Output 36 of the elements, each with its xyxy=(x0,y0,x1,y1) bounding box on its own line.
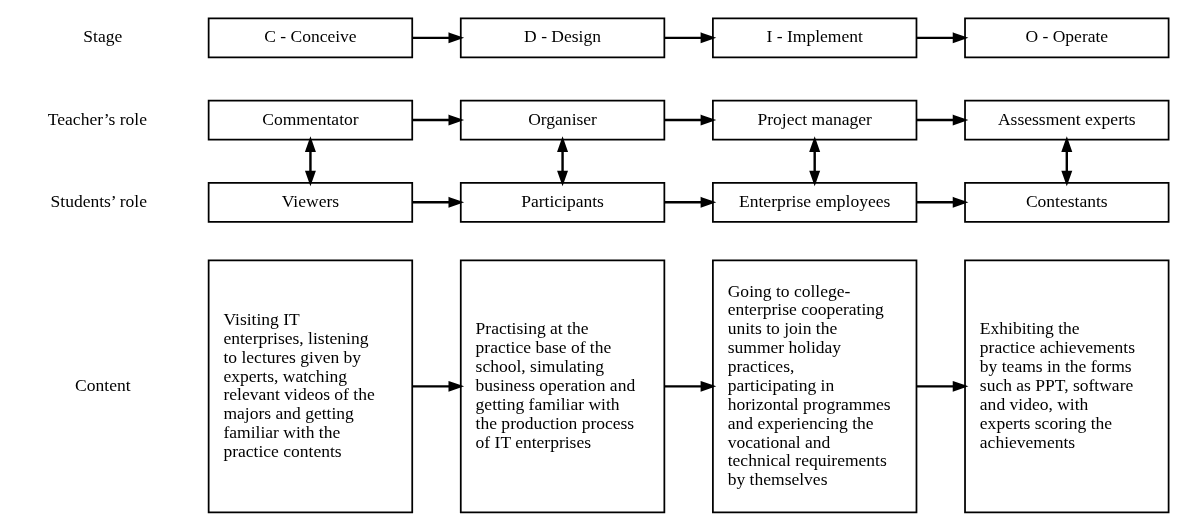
arrow xyxy=(664,32,716,44)
label: Stage xyxy=(82,26,122,47)
node-box: Participants xyxy=(459,181,665,223)
node-box: D - Design xyxy=(459,17,665,59)
node-box: Project manager xyxy=(711,99,917,141)
node-box: C - Conceive xyxy=(207,17,413,59)
arrow xyxy=(411,196,464,208)
arrow xyxy=(664,380,716,392)
node-box: Organiser xyxy=(459,99,665,141)
node-box: I - Implement xyxy=(711,17,917,59)
node-box: Commentator xyxy=(207,99,413,141)
arrow xyxy=(411,32,464,44)
node-box: O - Operate xyxy=(963,17,1169,59)
node-box: Assessment experts xyxy=(963,99,1169,141)
node-box: Viewers xyxy=(207,181,413,223)
node-box: Contestants xyxy=(963,181,1169,223)
arrow xyxy=(411,114,464,126)
arrow xyxy=(808,136,820,187)
arrow xyxy=(916,114,968,126)
arrow xyxy=(411,380,464,392)
node-box: Going to college-enterprise cooperating units to join the summer holiday practices, participating in horizontal programmes and experiencing the vocational and technical requirements by themselves xyxy=(711,259,917,514)
label: Students’ role xyxy=(50,190,147,211)
node-box: Practising at the practice base of the school, simulating business operation and getting familiar with the production process of IT enterprises xyxy=(459,259,665,514)
arrow xyxy=(1060,136,1072,187)
node-box: Exhibiting the practice achievements by teams in the forms such as PPT, software and video, with experts scoring the achievements xyxy=(963,259,1169,514)
arrow xyxy=(916,380,968,392)
node-box: Enterprise employees xyxy=(711,181,917,223)
arrow xyxy=(664,196,716,208)
arrow xyxy=(556,136,568,187)
label: Teacher’s role xyxy=(47,108,147,129)
arrow xyxy=(664,114,716,126)
arrow xyxy=(304,136,316,187)
node-box: Visiting IT enterprises, listening to lectures given by experts, watching relevant videos of the majors and getting familiar with the practice contents xyxy=(207,259,413,514)
arrow xyxy=(916,196,968,208)
label: Content xyxy=(74,374,131,395)
arrow xyxy=(916,32,968,44)
